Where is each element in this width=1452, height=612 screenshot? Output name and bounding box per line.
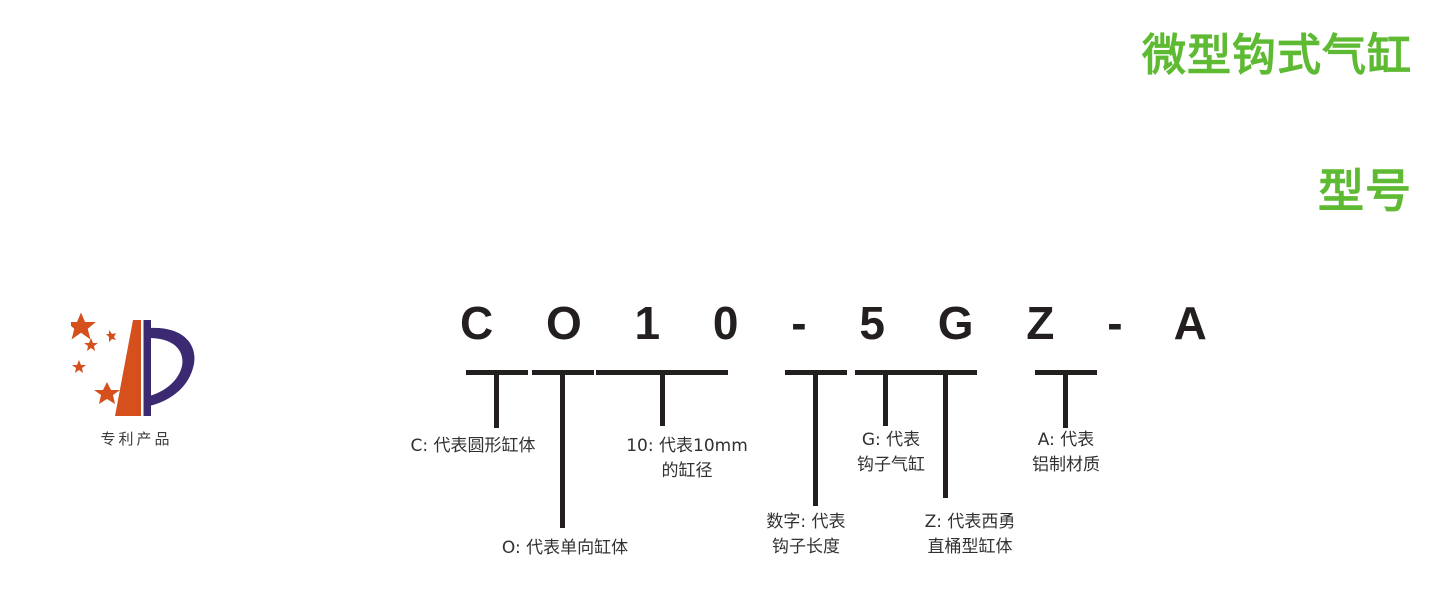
leader-bracket-stem <box>1063 370 1068 428</box>
logo-caption: 专利产品 <box>100 430 173 448</box>
leader-bracket-stem <box>883 370 888 426</box>
callout-label-a: A: 代表 铝制材质 <box>1032 430 1100 475</box>
leader-bracket-stem <box>660 370 665 426</box>
callout-label-o: O: 代表单向缸体 <box>501 538 629 558</box>
page-title: 微型钩式气缸 <box>1142 30 1412 81</box>
model-code: C O 1 0 - 5 G Z - A <box>460 297 1227 349</box>
callout-label-c: C: 代表圆形缸体 <box>410 436 536 456</box>
leader-bracket-stem <box>494 370 499 428</box>
leader-bracket-stem <box>560 370 565 528</box>
callout-label-g: G: 代表 钩子气缸 <box>857 430 925 475</box>
leader-bracket-stem <box>813 370 818 506</box>
callout-label-z: Z: 代表西勇 直桶型缸体 <box>924 512 1016 557</box>
section-subtitle: 型号 <box>1318 164 1412 218</box>
patent-logo-block: 专利产品 <box>60 312 210 449</box>
callout-label-10: 10: 代表10mm 的缸径 <box>626 436 748 481</box>
leader-bracket-stem <box>943 370 948 498</box>
patent-product-logo-icon <box>71 312 195 416</box>
callout-label-5: 数字: 代表 钩子长度 <box>766 512 846 557</box>
